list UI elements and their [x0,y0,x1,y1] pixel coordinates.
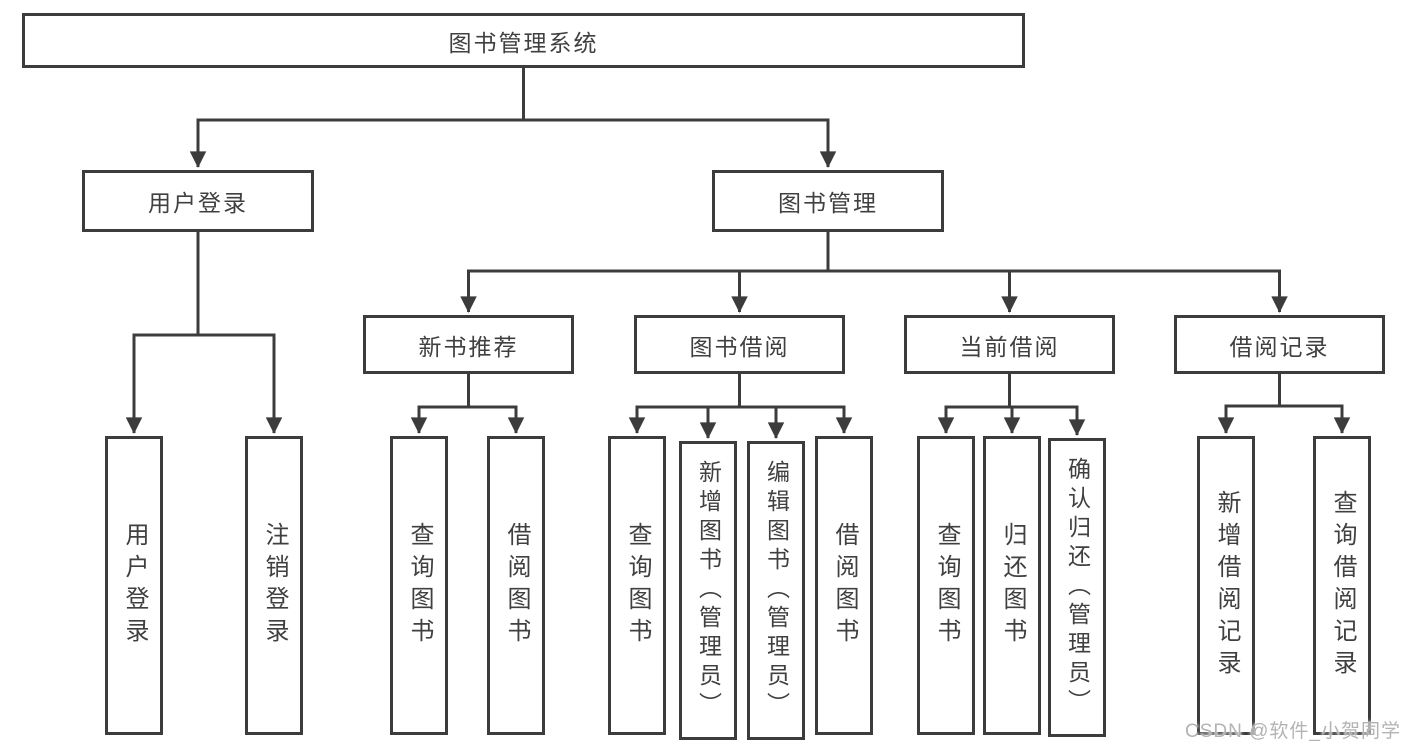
leaf-confirm-return-admin: 确认归还（管理员） [1048,438,1106,737]
leaf-add-book-admin: 新增图书（管理员） [679,441,737,740]
leaf-query-books: 查询图书 [917,436,975,735]
connector-borrowing-records [1217,374,1351,434]
node-label: 图书管理 [778,190,878,216]
node-label: 图书借阅 [689,333,790,360]
node-book-management: 图书管理 [712,170,944,232]
node-label: 借阅图书 [503,521,530,650]
node-borrowing-records: 借阅记录 [1174,315,1385,374]
node-label: 图书管理系统 [448,29,599,56]
node-label: 用户登录 [121,521,148,650]
node-label: 新增借阅记录 [1213,489,1240,682]
leaf-query-books: 查询图书 [608,436,666,735]
node-label: 查询图书 [406,521,433,650]
node-label: 查询图书 [624,521,651,650]
node-label: 新增图书（管理员） [695,460,722,721]
leaf-return-books: 归还图书 [983,436,1041,735]
leaf-borrow-books: 借阅图书 [815,436,873,735]
connector-root [189,68,837,168]
node-new-book-recommendation: 新书推荐 [363,315,574,374]
node-label: 注销登录 [261,521,288,650]
node-library-management-system: 图书管理系统 [22,13,1025,68]
leaf-borrow-books: 借阅图书 [487,436,545,735]
node-label: 编辑图书（管理员） [763,460,790,721]
connector-current-borrowing [937,374,1086,436]
node-label: 新书推荐 [418,333,519,360]
connector-new-book-recommendation [410,374,525,434]
watermark-text: CSDN @软件_小贺同学 [1185,721,1401,742]
leaf-query-borrow-record: 查询借阅记录 [1313,436,1371,735]
node-user-login: 用户登录 [82,170,314,232]
connector-book-management [460,232,1288,313]
node-label: 归还图书 [999,521,1026,650]
leaf-user-login: 用户登录 [105,436,163,735]
leaf-query-books: 查询图书 [390,436,448,735]
node-label: 查询图书 [933,521,960,650]
leaf-edit-book-admin: 编辑图书（管理员） [747,441,805,740]
node-label: 查询借阅记录 [1329,489,1356,682]
node-label: 确认归还（管理员） [1064,457,1091,718]
node-label: 用户登录 [148,190,248,216]
node-label: 借阅记录 [1229,333,1330,360]
leaf-add-borrow-record: 新增借阅记录 [1197,436,1255,735]
node-label: 借阅图书 [831,521,858,650]
node-book-borrowing: 图书借阅 [634,315,845,374]
connector-user-login [125,232,283,434]
node-label: 当前借阅 [959,333,1060,360]
node-current-borrowing: 当前借阅 [904,315,1115,374]
connector-book-borrowing [628,374,853,439]
leaf-logout: 注销登录 [245,436,303,735]
